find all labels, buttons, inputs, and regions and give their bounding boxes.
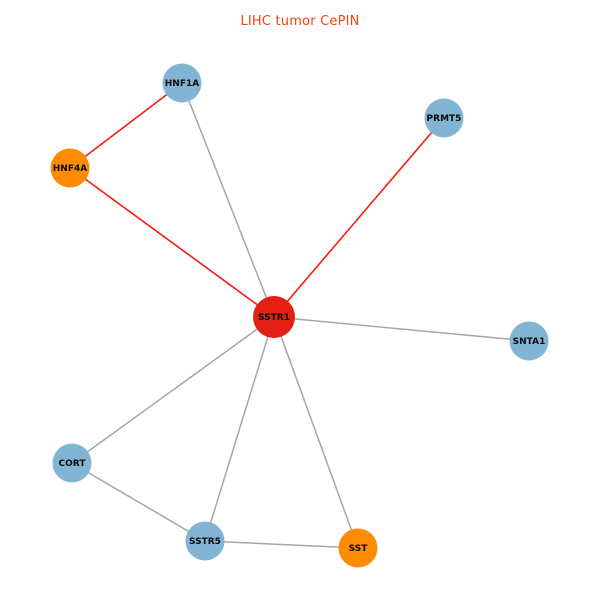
node-circle-snta1[interactable] bbox=[509, 321, 549, 361]
node-circle-sstr5[interactable] bbox=[185, 521, 225, 561]
graph-node-sst[interactable]: SST bbox=[338, 528, 378, 568]
graph-edge-sstr1-sstr5 bbox=[204, 316, 275, 542]
graph-edge-sstr1-snta1 bbox=[273, 316, 530, 342]
graph-node-sstr1[interactable]: SSTR1 bbox=[253, 296, 295, 338]
node-label-sst: SST bbox=[349, 544, 369, 554]
page-title: LIHC tumor CePIN bbox=[240, 14, 360, 29]
graph-node-cort[interactable]: CORT bbox=[52, 443, 92, 483]
node-label-prmt5: PRMT5 bbox=[427, 114, 462, 124]
graph-edge-sstr1-cort bbox=[71, 316, 275, 464]
graph-edge-hnf1a-sstr1 bbox=[181, 82, 275, 318]
graph-edge-cort-sstr5 bbox=[71, 462, 206, 542]
graph-edge-hnf4a-hnf1a bbox=[69, 82, 183, 169]
node-circle-prmt5[interactable] bbox=[424, 98, 464, 138]
graph-edge-sstr1-sst bbox=[273, 316, 359, 549]
node-label-snta1: SNTA1 bbox=[513, 337, 546, 347]
node-label-sstr1: SSTR1 bbox=[258, 313, 290, 323]
node-label-hnf1a: HNF1A bbox=[165, 79, 199, 89]
graph-node-prmt5[interactable]: PRMT5 bbox=[424, 98, 464, 138]
node-circle-hnf1a[interactable] bbox=[162, 63, 202, 103]
graph-edge-hnf4a-sstr1 bbox=[69, 167, 275, 318]
graph-edge-sstr5-sst bbox=[204, 540, 359, 549]
node-circle-hnf4a[interactable] bbox=[50, 148, 90, 188]
node-circle-sst[interactable] bbox=[338, 528, 378, 568]
graph-node-sstr5[interactable]: SSTR5 bbox=[185, 521, 225, 561]
node-circle-cort[interactable] bbox=[52, 443, 92, 483]
graph-node-snta1[interactable]: SNTA1 bbox=[509, 321, 549, 361]
node-circle-sstr1[interactable] bbox=[253, 296, 295, 338]
node-label-cort: CORT bbox=[59, 459, 87, 469]
graph-node-hnf4a[interactable]: HNF4A bbox=[50, 148, 90, 188]
node-label-hnf4a: HNF4A bbox=[53, 164, 87, 174]
graph-node-hnf1a[interactable]: HNF1A bbox=[162, 63, 202, 103]
node-label-sstr5: SSTR5 bbox=[189, 537, 221, 547]
graph-edge-prmt5-sstr1 bbox=[273, 117, 445, 318]
edges-layer bbox=[69, 82, 530, 549]
